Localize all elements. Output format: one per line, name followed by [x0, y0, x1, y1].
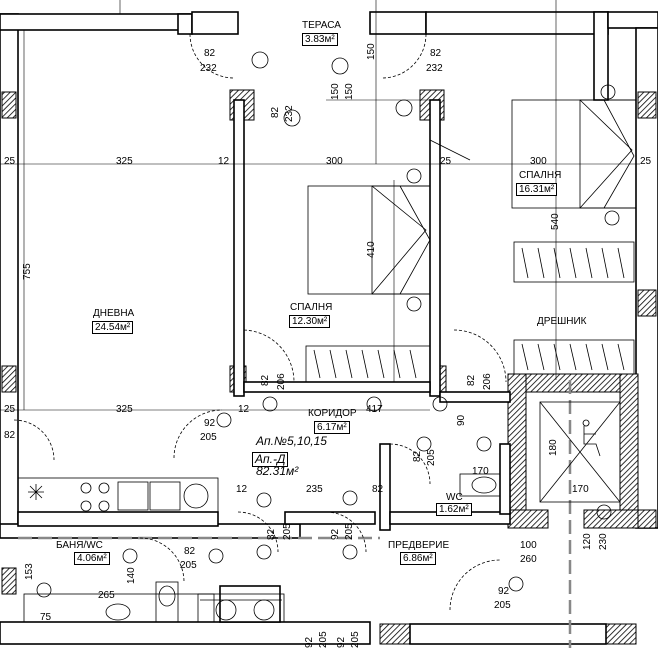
dim-label: 300 [530, 156, 547, 167]
dim-label: 82 [466, 374, 477, 386]
dim-label: 92 [330, 528, 341, 540]
dim-label: 82 [184, 546, 196, 557]
dim-label: 205 [318, 631, 329, 648]
wc-fixtures [459, 473, 501, 497]
dim-label: 205 [344, 523, 355, 540]
bedroom1-bed [307, 168, 431, 312]
dim-label: 100 [520, 540, 537, 551]
room-area-wc: 1.62м² [436, 503, 472, 516]
room-area-living: 24.54м² [92, 321, 134, 334]
dim-label: 90 [456, 414, 467, 426]
dim-label: 120 [582, 533, 593, 550]
apartment-area: 82.31м² [256, 464, 299, 478]
room-area-corridor: 6.17м² [314, 421, 350, 434]
dim-label: 232 [200, 63, 217, 74]
apartment-number: Ап.№5,10,15 [256, 434, 327, 448]
dim-label: 82 [270, 106, 281, 118]
dim-label: 230 [598, 533, 609, 550]
leader-line [429, 139, 471, 161]
dim-label: 82 [266, 528, 277, 540]
dim-label: 82 [204, 48, 216, 59]
room-label-corridor: КОРИДОР [308, 408, 357, 419]
dim-label: 82 [412, 450, 423, 462]
apartment-type: Ап.-Д [252, 452, 289, 467]
wardrobe-storage [513, 241, 635, 375]
room-label-wc: WC [446, 492, 463, 503]
dim-label: 260 [520, 554, 537, 565]
dimension-lines [0, 0, 640, 411]
outer-walls [0, 11, 658, 539]
dim-label: 12 [218, 156, 230, 167]
room-label-hall: ПРЕДВЕРИЕ [388, 540, 450, 551]
dim-label: 92 [336, 636, 347, 648]
room-label-wardrobe: ДРЕШНИК [537, 316, 587, 327]
dim-label: 170 [572, 484, 589, 495]
dim-label: 12 [236, 484, 248, 495]
dim-label: 153 [24, 563, 35, 580]
dim-label: 206 [482, 373, 493, 390]
dim-label: 755 [22, 263, 33, 280]
room-label-bedroom1: СПАЛНЯ [290, 302, 333, 313]
dim-label: 205 [180, 560, 197, 571]
bedroom1-wardrobe [305, 345, 431, 383]
accessibility-icon [582, 419, 601, 457]
dim-label: 180 [548, 439, 559, 456]
dim-label: 410 [366, 241, 377, 258]
bedroom2-bed [511, 84, 637, 226]
dim-label: 325 [116, 156, 133, 167]
room-area-bath: 4.06м² [74, 552, 110, 565]
bathroom-fixtures [23, 581, 285, 623]
dim-label: 12 [238, 404, 250, 415]
room-label-bath: БАНЯ/WC [56, 540, 103, 551]
dim-label: 205 [350, 631, 361, 648]
dim-label: 206 [276, 373, 287, 390]
dim-label: 205 [282, 523, 293, 540]
room-label-living: ДНЕВНА [93, 308, 135, 319]
dim-label: 92 [304, 636, 315, 648]
dim-label: 232 [284, 105, 295, 122]
kitchen-counter [17, 477, 219, 513]
dim-label: 82 [372, 484, 384, 495]
dim-label: 82 [4, 430, 16, 441]
dim-label: 150 [366, 43, 377, 60]
dim-label: 82 [430, 48, 442, 59]
elevator-shaft [539, 401, 621, 503]
dim-label: 205 [426, 449, 437, 466]
dim-label: 140 [126, 567, 137, 584]
dim-label: 150 [344, 83, 355, 100]
room-area-terrace: 3.83м² [302, 33, 338, 46]
dim-label: 417 [366, 404, 383, 415]
dim-label: 92 [204, 418, 216, 429]
dim-label: 170 [472, 466, 489, 477]
room-label-terrace: ТЕРАСА [302, 20, 341, 31]
dim-label: 540 [550, 213, 561, 230]
door-swings [13, 329, 612, 611]
dim-label: 25 [4, 156, 16, 167]
room-area-hall: 6.86м² [400, 552, 436, 565]
terrace-doors [189, 33, 427, 127]
dim-label: 25 [4, 404, 16, 415]
dim-label: 25 [440, 156, 452, 167]
dim-label: 205 [494, 600, 511, 611]
room-area-bedroom2: 16.31м² [516, 183, 558, 196]
dim-label: 232 [426, 63, 443, 74]
dim-label: 235 [306, 484, 323, 495]
dim-label: 150 [330, 83, 341, 100]
dim-label: 25 [640, 156, 652, 167]
dim-label: 265 [98, 590, 115, 601]
dim-label: 325 [116, 404, 133, 415]
dim-label: 82 [260, 374, 271, 386]
dim-label: 205 [200, 432, 217, 443]
dim-label: 300 [326, 156, 343, 167]
dim-label: 75 [40, 612, 52, 623]
room-label-bedroom2: СПАЛНЯ [519, 170, 562, 181]
dim-label: 92 [498, 586, 510, 597]
room-area-bedroom1: 12.30м² [289, 315, 331, 328]
